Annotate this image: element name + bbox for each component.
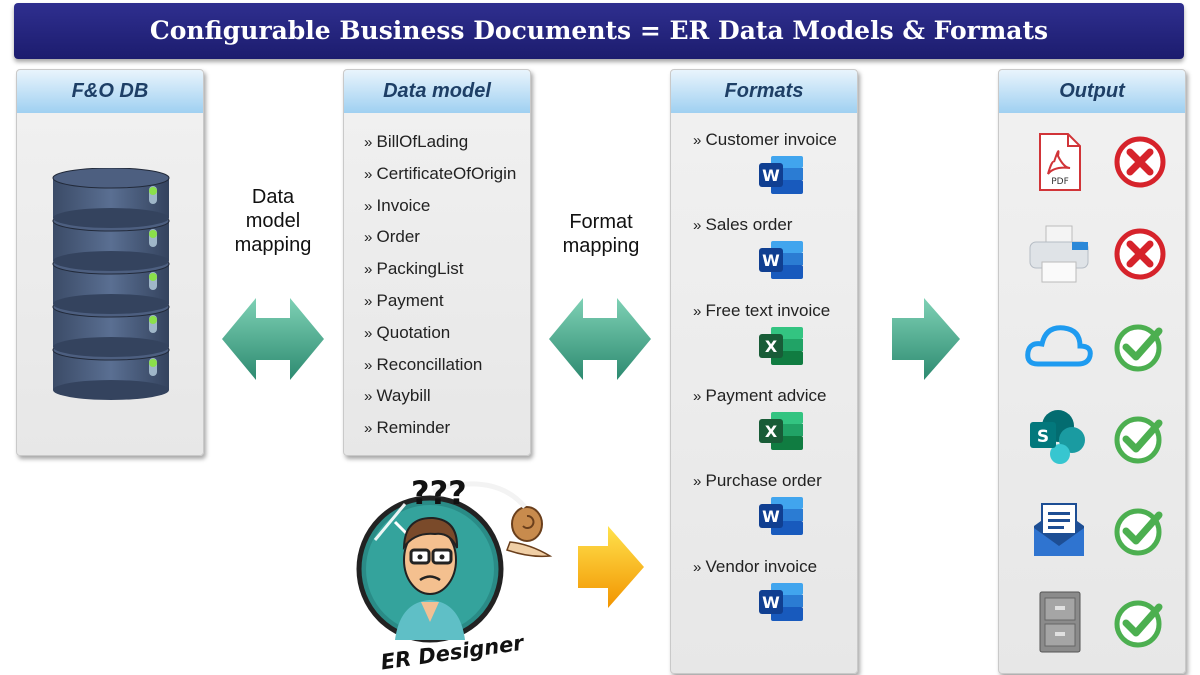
output-heading: Output bbox=[999, 70, 1185, 113]
format-item-label: Vendor invoice bbox=[693, 557, 818, 577]
word-icon: W bbox=[759, 582, 803, 621]
data-model-item: PackingList bbox=[364, 253, 516, 285]
data-model-item: Waybill bbox=[364, 380, 516, 412]
page-title: Configurable Business Documents = ER Dat… bbox=[14, 3, 1184, 59]
svg-text:W: W bbox=[762, 166, 780, 185]
output-target bbox=[1024, 590, 1094, 659]
format-app-icon: W bbox=[757, 239, 805, 288]
db-panel-heading: F&O DB bbox=[17, 70, 203, 113]
format-app-icon: W bbox=[757, 495, 805, 544]
data-model-item: Reminder bbox=[364, 412, 516, 444]
format-item-label: Sales order bbox=[693, 215, 793, 235]
double-arrow-icon bbox=[222, 298, 324, 380]
output-target bbox=[1024, 314, 1094, 383]
data-model-item: CertificateOfOrigin bbox=[364, 158, 517, 190]
output-arrow-icon bbox=[892, 298, 960, 380]
checkmark-icon bbox=[1114, 508, 1163, 556]
printer-icon bbox=[1029, 225, 1089, 283]
sharepoint-icon: S bbox=[1030, 410, 1085, 464]
output-status bbox=[1113, 411, 1167, 470]
svg-text:X: X bbox=[765, 422, 778, 441]
cross-icon bbox=[1114, 228, 1166, 280]
format-item-label: Purchase order bbox=[693, 471, 822, 491]
database-icon bbox=[52, 168, 170, 400]
data-model-list: BillOfLadingCertificateOfOriginInvoiceOr… bbox=[364, 126, 517, 444]
data-model-item: Reconcillation bbox=[364, 349, 516, 381]
output-status bbox=[1113, 227, 1167, 286]
format-item-label: Payment advice bbox=[693, 386, 827, 406]
word-icon: W bbox=[759, 497, 803, 536]
formats-heading: Formats bbox=[671, 70, 857, 113]
output-target bbox=[1024, 498, 1094, 567]
data-model-item: Quotation bbox=[364, 317, 516, 349]
format-item-label: Customer invoice bbox=[693, 130, 837, 150]
output-status bbox=[1113, 319, 1167, 378]
er-designer-illustration: ??? ER Designer bbox=[356, 474, 553, 672]
yellow-arrow-icon bbox=[578, 526, 644, 608]
svg-text:W: W bbox=[762, 507, 780, 526]
pdf-icon: PDF bbox=[1039, 133, 1081, 191]
cross-icon bbox=[1114, 136, 1166, 188]
data-model-panel: Data model BillOfLadingCertificateOfOrig… bbox=[343, 69, 531, 456]
double-arrow-icon bbox=[549, 298, 651, 380]
data-model-mapping-label: Data model mapping bbox=[222, 185, 324, 257]
data-model-item: Invoice bbox=[364, 190, 516, 222]
output-status bbox=[1113, 503, 1167, 562]
data-model-item: Payment bbox=[364, 285, 516, 317]
question-marks: ??? bbox=[411, 474, 467, 512]
format-app-icon: X bbox=[757, 325, 805, 374]
format-item-label: Free text invoice bbox=[693, 301, 831, 321]
sharepoint-letter: S bbox=[1037, 427, 1049, 447]
mapping-line: Format bbox=[569, 211, 633, 233]
output-target: PDF bbox=[1024, 130, 1094, 199]
checkmark-icon bbox=[1114, 416, 1163, 464]
formats-panel: Formats Customer invoiceWSales orderWFre… bbox=[670, 69, 858, 674]
mapping-line: model bbox=[245, 210, 301, 232]
word-icon: W bbox=[759, 241, 803, 280]
svg-text:W: W bbox=[762, 593, 780, 612]
email-icon bbox=[1034, 503, 1084, 556]
svg-text:X: X bbox=[765, 337, 778, 356]
format-mapping-label: Format mapping bbox=[551, 210, 651, 258]
output-target: S bbox=[1024, 406, 1094, 475]
file-cabinet-icon bbox=[1039, 591, 1081, 653]
checkmark-icon bbox=[1114, 324, 1163, 372]
format-app-icon: X bbox=[757, 410, 805, 459]
db-panel: F&O DB bbox=[16, 69, 204, 456]
data-model-item: BillOfLading bbox=[364, 126, 516, 158]
output-target bbox=[1024, 222, 1094, 291]
output-status bbox=[1113, 135, 1167, 194]
mapping-line: Data bbox=[251, 186, 295, 208]
output-panel: Output PDF S bbox=[998, 69, 1186, 674]
data-model-item: Order bbox=[364, 221, 516, 253]
data-model-heading: Data model bbox=[344, 70, 530, 113]
mapping-line: mapping bbox=[234, 234, 312, 256]
excel-icon: X bbox=[759, 411, 803, 450]
format-app-icon: W bbox=[757, 581, 805, 630]
mapping-line: mapping bbox=[562, 235, 640, 257]
output-status bbox=[1113, 595, 1167, 654]
checkmark-icon bbox=[1114, 600, 1163, 648]
cloud-icon bbox=[1025, 325, 1093, 367]
svg-text:W: W bbox=[762, 251, 780, 270]
pdf-label: PDF bbox=[1051, 177, 1069, 187]
excel-icon: X bbox=[759, 326, 803, 365]
word-icon: W bbox=[759, 156, 803, 194]
format-app-icon: W bbox=[757, 154, 805, 203]
